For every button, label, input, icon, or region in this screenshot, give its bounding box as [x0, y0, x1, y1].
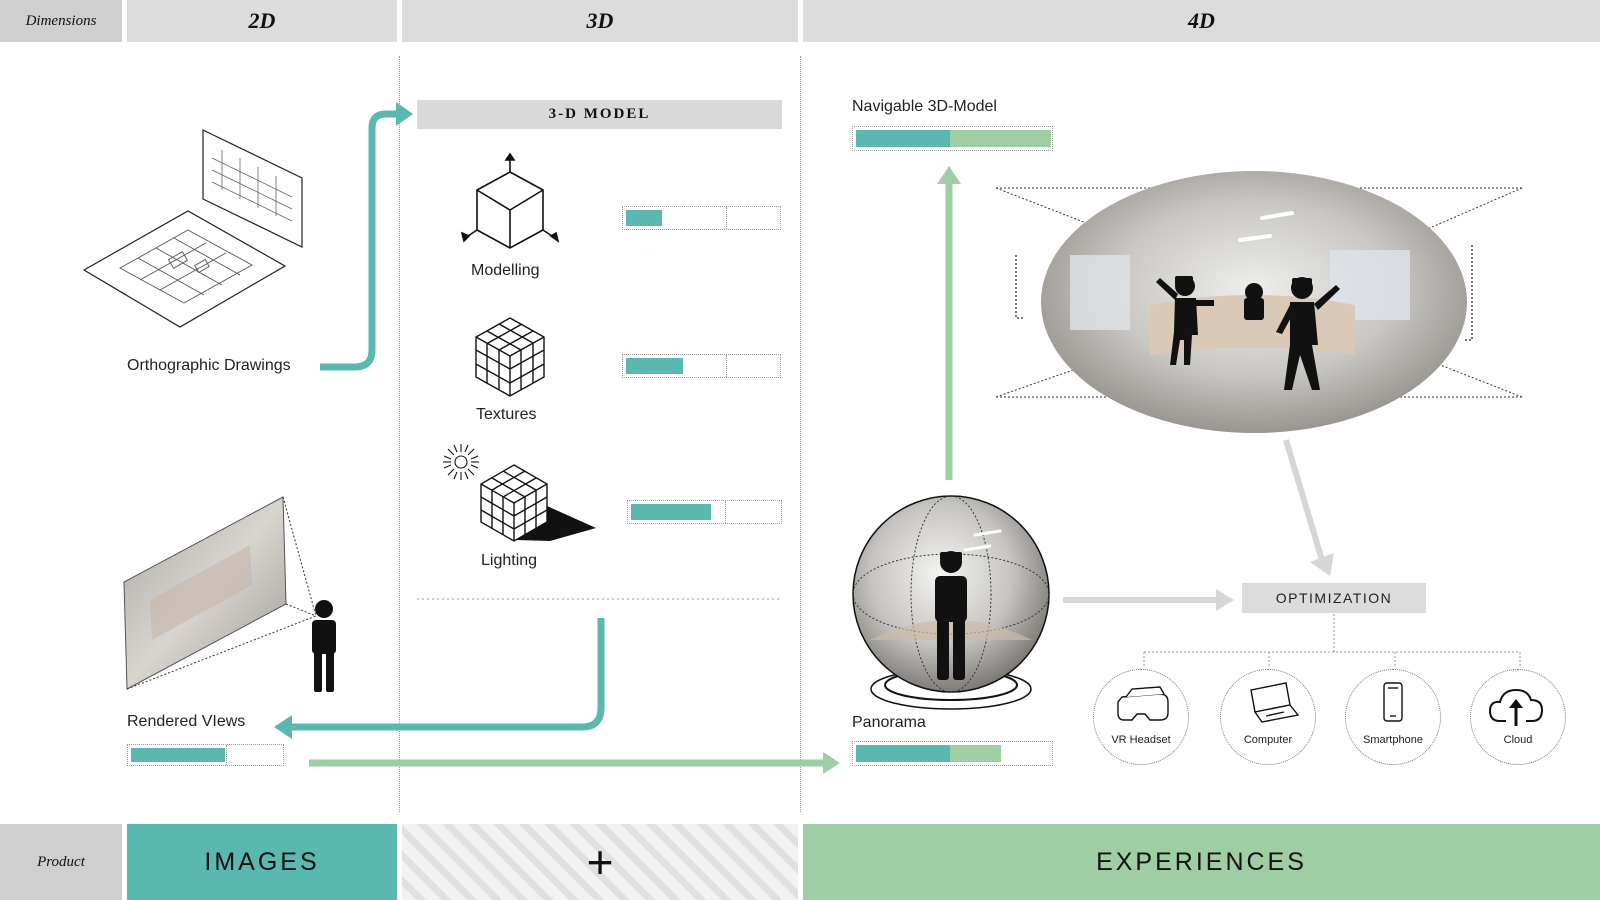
optimization-box: OPTIMIZATION [1242, 583, 1426, 613]
rendered-views-progress-bar [127, 744, 284, 766]
textures-cube-icon [476, 318, 544, 396]
orthographic-drawings-illustration [84, 130, 302, 327]
device-cloud-label: Cloud [1471, 734, 1565, 746]
arrow-to-rendered-views-head [274, 715, 292, 739]
modelling-label: Modelling [471, 262, 539, 280]
optimization-tree-lines [1144, 614, 1520, 668]
navigable-3d-model-label: Navigable 3D-Model [852, 98, 997, 116]
product-label: Product [0, 824, 122, 900]
device-vr-headset: VR Headset [1093, 669, 1189, 765]
panorama-progress-teal [856, 745, 950, 762]
device-vr-headset-label: VR Headset [1094, 734, 1188, 746]
navigable-progress-teal [856, 130, 950, 147]
textures-progress-bar [622, 354, 781, 378]
lighting-cube-icon [481, 465, 596, 541]
orthographic-drawings-label: Orthographic Drawings [127, 357, 291, 375]
rendered-views-progress-teal [131, 748, 225, 762]
arrow-to-3d-model-head [396, 102, 413, 126]
panorama-sphere-illustration [853, 496, 1049, 709]
3d-model-banner: 3-D MODEL [417, 100, 782, 129]
arrow-to-rendered-views [290, 618, 601, 727]
panorama-label: Panorama [852, 714, 926, 732]
arrow-to-3d-model [320, 114, 398, 367]
lighting-label: Lighting [481, 552, 537, 570]
navigable-progress-green [950, 130, 1051, 147]
textures-progress-fill [626, 358, 683, 374]
device-cloud: Cloud [1470, 669, 1566, 765]
modelling-progress-bar [622, 206, 781, 230]
sun-icon [443, 444, 479, 480]
plus-sign: + [402, 824, 798, 900]
rendered-views-label: Rendered VIews [127, 713, 245, 731]
images-product: IMAGES [127, 824, 397, 900]
modelling-progress-fill [626, 210, 662, 226]
lighting-progress-fill [631, 504, 711, 520]
device-smartphone-label: Smartphone [1346, 734, 1440, 746]
rendered-view-illustration [124, 497, 316, 689]
textures-label: Textures [476, 406, 536, 424]
panorama-progress-bar [852, 741, 1053, 766]
lighting-progress-bar [627, 500, 782, 524]
navigable-room-illustration [996, 171, 1522, 433]
experiences-product: EXPERIENCES [803, 824, 1600, 900]
navigable-progress-bar [852, 126, 1053, 151]
device-computer: Computer [1220, 669, 1316, 765]
device-smartphone: Smartphone [1345, 669, 1441, 765]
arrow-to-panorama-head [823, 752, 840, 774]
arrow-to-optimization-diagonal [1286, 440, 1322, 560]
modelling-cube-icon [462, 154, 558, 248]
arrow-to-navigable-head [937, 166, 961, 184]
device-computer-label: Computer [1221, 734, 1315, 746]
panorama-progress-green [950, 745, 1001, 762]
